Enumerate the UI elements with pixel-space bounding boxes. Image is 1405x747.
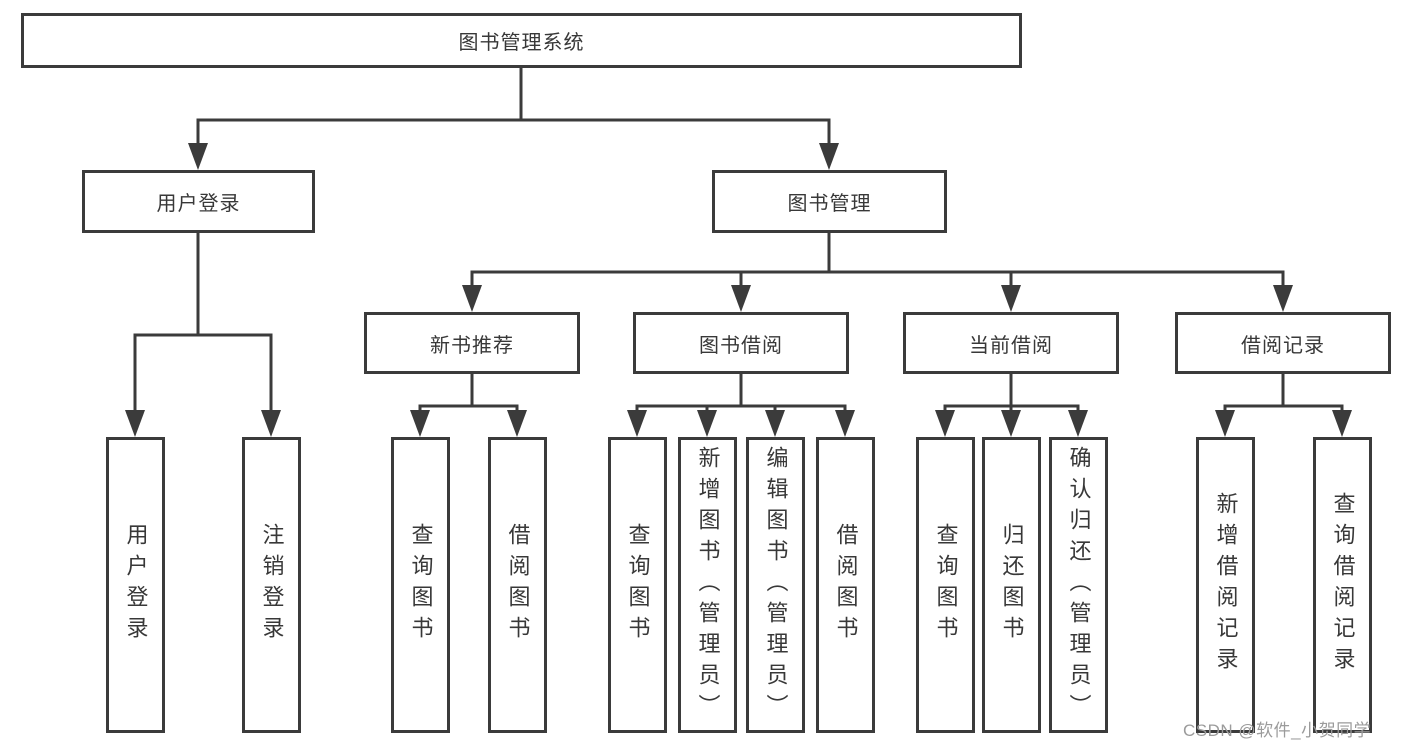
- leaf-current-query-book: 查询图书: [916, 437, 975, 733]
- leaf-borrow-borrow-book: 借阅图书: [816, 437, 875, 733]
- leaf-label: 查询图书: [625, 523, 651, 647]
- csdn-watermark: CSDN @软件_小贺同学: [1183, 721, 1372, 740]
- leaf-label: 注销登录: [259, 523, 285, 647]
- leaf-recommend-borrow-book: 借阅图书: [488, 437, 547, 733]
- leaf-borrow-edit-book-admin: 编辑图书（管理员）: [746, 437, 805, 733]
- node-root-system: 图书管理系统: [21, 13, 1022, 68]
- leaf-label: 借阅图书: [833, 523, 859, 647]
- leaf-label: 用户登录: [123, 523, 149, 647]
- leaf-label: 新增借阅记录: [1213, 492, 1239, 678]
- leaf-current-return-book: 归还图书: [982, 437, 1041, 733]
- leaf-label: 编辑图书（管理员）: [763, 445, 789, 725]
- leaf-record-add-record: 新增借阅记录: [1196, 437, 1255, 733]
- leaf-recommend-query-book: 查询图书: [391, 437, 450, 733]
- leaf-current-confirm-return-admin: 确认归还（管理员）: [1049, 437, 1108, 733]
- node-book-borrow: 图书借阅: [633, 312, 849, 374]
- leaf-label: 新增图书（管理员）: [695, 445, 721, 725]
- node-user-login: 用户登录: [82, 170, 315, 233]
- leaf-record-query-record: 查询借阅记录: [1313, 437, 1372, 733]
- leaf-label: 查询图书: [408, 523, 434, 647]
- leaf-label: 归还图书: [999, 523, 1025, 647]
- leaf-label: 查询图书: [933, 523, 959, 647]
- node-book-management: 图书管理: [712, 170, 947, 233]
- leaf-borrow-add-book-admin: 新增图书（管理员）: [678, 437, 737, 733]
- leaf-label: 确认归还（管理员）: [1066, 445, 1092, 725]
- node-borrow-records: 借阅记录: [1175, 312, 1391, 374]
- leaf-logout: 注销登录: [242, 437, 301, 733]
- node-current-borrow: 当前借阅: [903, 312, 1119, 374]
- leaf-borrow-query-book: 查询图书: [608, 437, 667, 733]
- leaf-label: 借阅图书: [505, 523, 531, 647]
- arrowheads: [125, 143, 1352, 437]
- node-new-book-recommend: 新书推荐: [364, 312, 580, 374]
- leaf-user-login: 用户登录: [106, 437, 165, 733]
- leaf-label: 查询借阅记录: [1330, 492, 1356, 678]
